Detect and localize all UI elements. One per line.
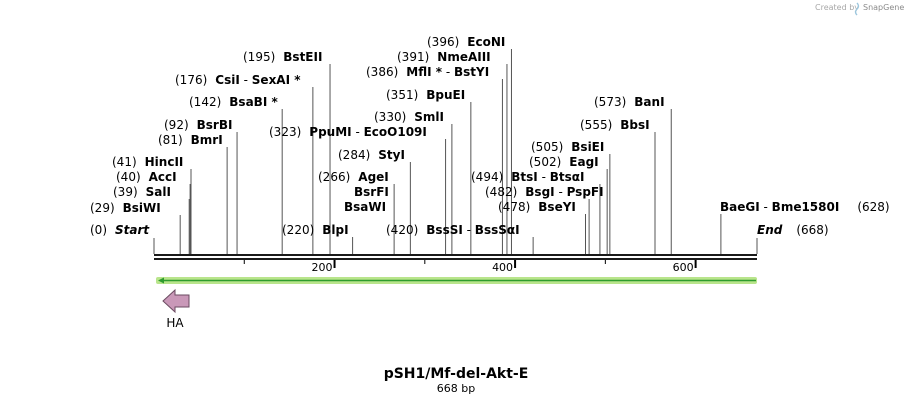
tick-label-200: 200: [312, 261, 333, 274]
credit-text: Created by: [815, 3, 859, 12]
map-title: pSH1/Mf-del-Akt-E: [384, 366, 529, 382]
site-label-bsgi[interactable]: (482)BsgI - PspFI: [485, 185, 604, 199]
site-label-blpi[interactable]: (220)BlpI: [282, 223, 349, 237]
site-label-mfli[interactable]: (386)MflI * - BstYI: [366, 65, 489, 79]
ruler-ticks: 200 400 600: [243, 260, 697, 274]
map-length: 668 bp: [437, 382, 475, 395]
site-label-bsabi[interactable]: (142)BsaBI *: [189, 95, 278, 109]
snapgene-logo-icon: [854, 2, 860, 16]
site-label-smli[interactable]: (330)SmlI: [374, 110, 444, 124]
site-label-btsi[interactable]: (494)BtsI - BtsαI: [471, 170, 584, 184]
site-label-bsrbi[interactable]: (92)BsrBI: [164, 118, 232, 132]
site-label-agei[interactable]: (266)AgeI: [318, 170, 389, 184]
site-label-bsssi[interactable]: (420)BssSI - BssSαI: [386, 223, 520, 237]
site-label-styi[interactable]: (284)StyI: [338, 148, 405, 162]
tick-label-400: 400: [492, 261, 513, 274]
site-label-start[interactable]: (0)Start: [90, 223, 150, 237]
site-label-ppumi[interactable]: (323)PpuMI - EcoO109I: [269, 125, 427, 139]
site-label-bbsi[interactable]: (555)BbsI: [580, 118, 650, 132]
site-label-nmeaiii[interactable]: (391)NmeAIII: [397, 50, 491, 64]
cut-site-lines: [153, 49, 758, 254]
site-label-econi[interactable]: (396)EcoNI: [427, 35, 505, 49]
site-label-bsawi[interactable]: BsaWI: [344, 200, 386, 214]
site-label-bsiwi[interactable]: (29)BsiWI: [90, 201, 161, 215]
site-label-acci[interactable]: (40)AccI: [116, 170, 177, 184]
ha-feature-label[interactable]: HA: [166, 316, 184, 330]
site-label-bpuei[interactable]: (351)BpuEI: [386, 88, 465, 102]
site-label-bani[interactable]: (573)BanI: [594, 95, 665, 109]
site-label-end[interactable]: End(668): [757, 223, 829, 237]
site-label-baegi[interactable]: BaeGI - Bme1580I(628): [720, 200, 890, 214]
site-label-bmri[interactable]: (81)BmrI: [158, 133, 223, 147]
tick-label-600: 600: [673, 261, 694, 274]
feature-arrowhead-icon: [158, 277, 164, 284]
brand-text: SnapGene: [863, 3, 904, 12]
site-label-csii[interactable]: (176)CsiI - SexAI *: [175, 73, 301, 87]
enzyme-labels: (0)Start (29)BsiWI (39)SalI(40)AccI(41)Hin…: [90, 35, 890, 237]
dna-backbone: [154, 254, 757, 260]
site-label-sali[interactable]: (39)SalI: [113, 185, 171, 199]
site-label-eagi[interactable]: (502)EagI: [529, 155, 599, 169]
site-label-bseyi[interactable]: (478)BseYI: [498, 200, 576, 214]
ha-feature-arrow-icon[interactable]: [162, 288, 190, 314]
site-label-bsiei[interactable]: (505)BsiEI: [531, 140, 604, 154]
site-label-bsteii[interactable]: (195)BstEII: [243, 50, 322, 64]
site-label-hincii[interactable]: (41)HincII: [112, 155, 183, 169]
feature-track: [156, 277, 757, 314]
site-label-bsrfi[interactable]: BsrFI: [354, 185, 389, 199]
